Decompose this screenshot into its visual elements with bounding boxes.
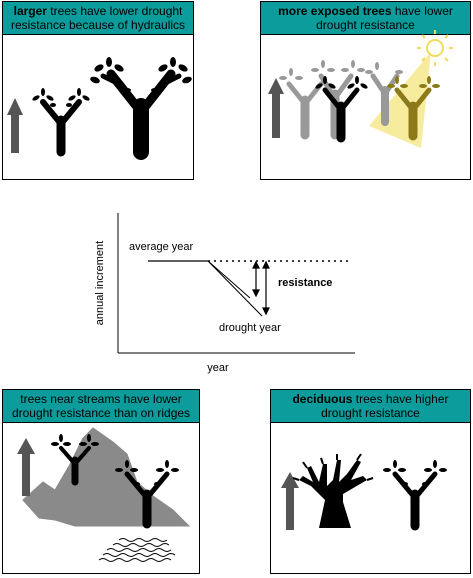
growth-arrow-icon xyxy=(268,78,284,138)
middle-tree-icon xyxy=(315,76,368,143)
panel-title-topography: trees near streams have lower drought re… xyxy=(3,390,199,423)
growth-arrow-icon xyxy=(281,472,299,530)
panel-exposure: more exposed trees have lower drought re… xyxy=(260,1,471,180)
panel-title-exposure: more exposed trees have lower drought re… xyxy=(261,2,470,35)
panel-title-text: trees have lower drought resistance beca… xyxy=(10,4,186,32)
resistance-arrow-long-icon xyxy=(262,260,270,316)
ridge-tree-icon xyxy=(51,434,99,486)
panel-title-text: trees near streams have lower drought re… xyxy=(11,392,191,420)
panel-title-size: larger trees have lower drought resistan… xyxy=(3,2,193,35)
drought-year-label: drought year xyxy=(219,322,281,334)
panel-title-bold: larger xyxy=(13,4,47,18)
small-tree-icon xyxy=(32,88,90,157)
exposed-tree-icon xyxy=(387,76,440,141)
panel-title-bold: more exposed trees xyxy=(278,4,392,18)
decline-line-mild xyxy=(207,260,251,299)
deciduous-tree-icon xyxy=(292,453,374,528)
growth-arrow-icon xyxy=(17,438,35,496)
large-tree-icon xyxy=(90,57,192,160)
sun-icon xyxy=(417,30,453,66)
tree-size-illustration xyxy=(7,57,192,160)
valley-tree-icon xyxy=(115,460,179,529)
panel-title-leaf-type: deciduous trees have higher drought resi… xyxy=(271,390,470,423)
panel-title-bold: deciduous xyxy=(292,392,353,406)
topography-illustration xyxy=(17,427,191,562)
x-axis-label: year xyxy=(207,362,229,374)
resistance-label: resistance xyxy=(278,277,332,289)
decline-line-strong xyxy=(207,260,263,317)
growth-arrow-icon xyxy=(7,98,23,153)
panel-title-text: have lower drought resistance xyxy=(316,4,453,32)
panel-title-text: trees have higher drought resistance xyxy=(321,392,449,420)
panel-leaf-type: deciduous trees have higher drought resi… xyxy=(270,389,471,574)
average-year-label: average year xyxy=(129,241,194,253)
evergreen-tree-icon xyxy=(383,460,447,531)
stream-icon xyxy=(98,538,176,562)
resistance-arrow-short-icon xyxy=(252,260,260,298)
exposure-illustration xyxy=(268,30,453,148)
panel-topography: trees near streams have lower drought re… xyxy=(2,389,200,574)
y-axis-label: annual increment xyxy=(94,241,106,325)
panel-tree-size: larger trees have lower drought resistan… xyxy=(2,1,194,180)
leaf-type-illustration xyxy=(281,453,447,531)
